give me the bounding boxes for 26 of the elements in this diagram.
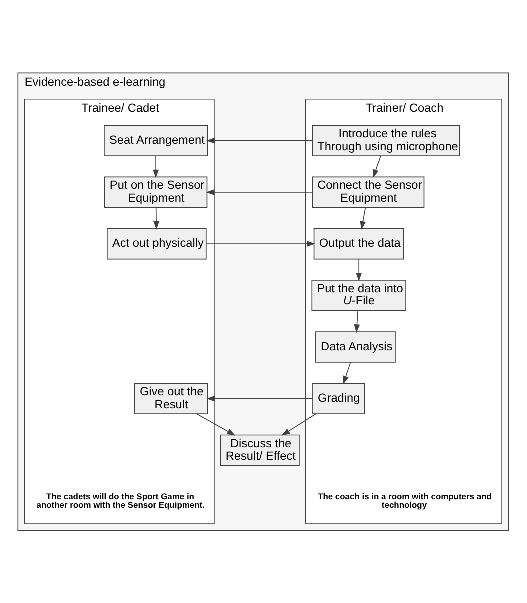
arrow bbox=[196, 413, 236, 436]
node-box: Introduce the rules Through using microphone bbox=[312, 124, 460, 156]
arrow bbox=[154, 206, 160, 230]
arrow bbox=[356, 258, 362, 281]
node-box: Act out physically bbox=[106, 228, 207, 260]
arrow bbox=[206, 240, 316, 247]
node-box: Grading bbox=[312, 382, 366, 414]
arrow bbox=[206, 137, 313, 144]
arrow bbox=[360, 206, 366, 230]
node-box: Output the data bbox=[314, 228, 404, 260]
arrow bbox=[153, 155, 160, 178]
arrow bbox=[354, 310, 360, 333]
arrow bbox=[373, 155, 382, 178]
node-box: Give out the Result bbox=[134, 382, 208, 414]
label: The cadets will do the Sport Game in another room with the Sensor Equipment. bbox=[36, 491, 205, 510]
node-box: Connect the Sensor Equipment bbox=[312, 176, 425, 208]
node-box: Put on the Sensor Equipment bbox=[104, 176, 208, 208]
arrow bbox=[282, 413, 316, 436]
node-box: Discuss the Result/ Effect bbox=[220, 434, 300, 466]
arrow bbox=[206, 395, 314, 402]
arrow bbox=[343, 362, 352, 384]
node-box: Data Analysis bbox=[316, 331, 396, 362]
node-box: Seat Arrangement bbox=[104, 124, 208, 156]
node-box: Put the data into U-File bbox=[312, 280, 406, 311]
arrow bbox=[206, 188, 313, 195]
label: The coach is in a room with computers and technology bbox=[318, 491, 492, 510]
